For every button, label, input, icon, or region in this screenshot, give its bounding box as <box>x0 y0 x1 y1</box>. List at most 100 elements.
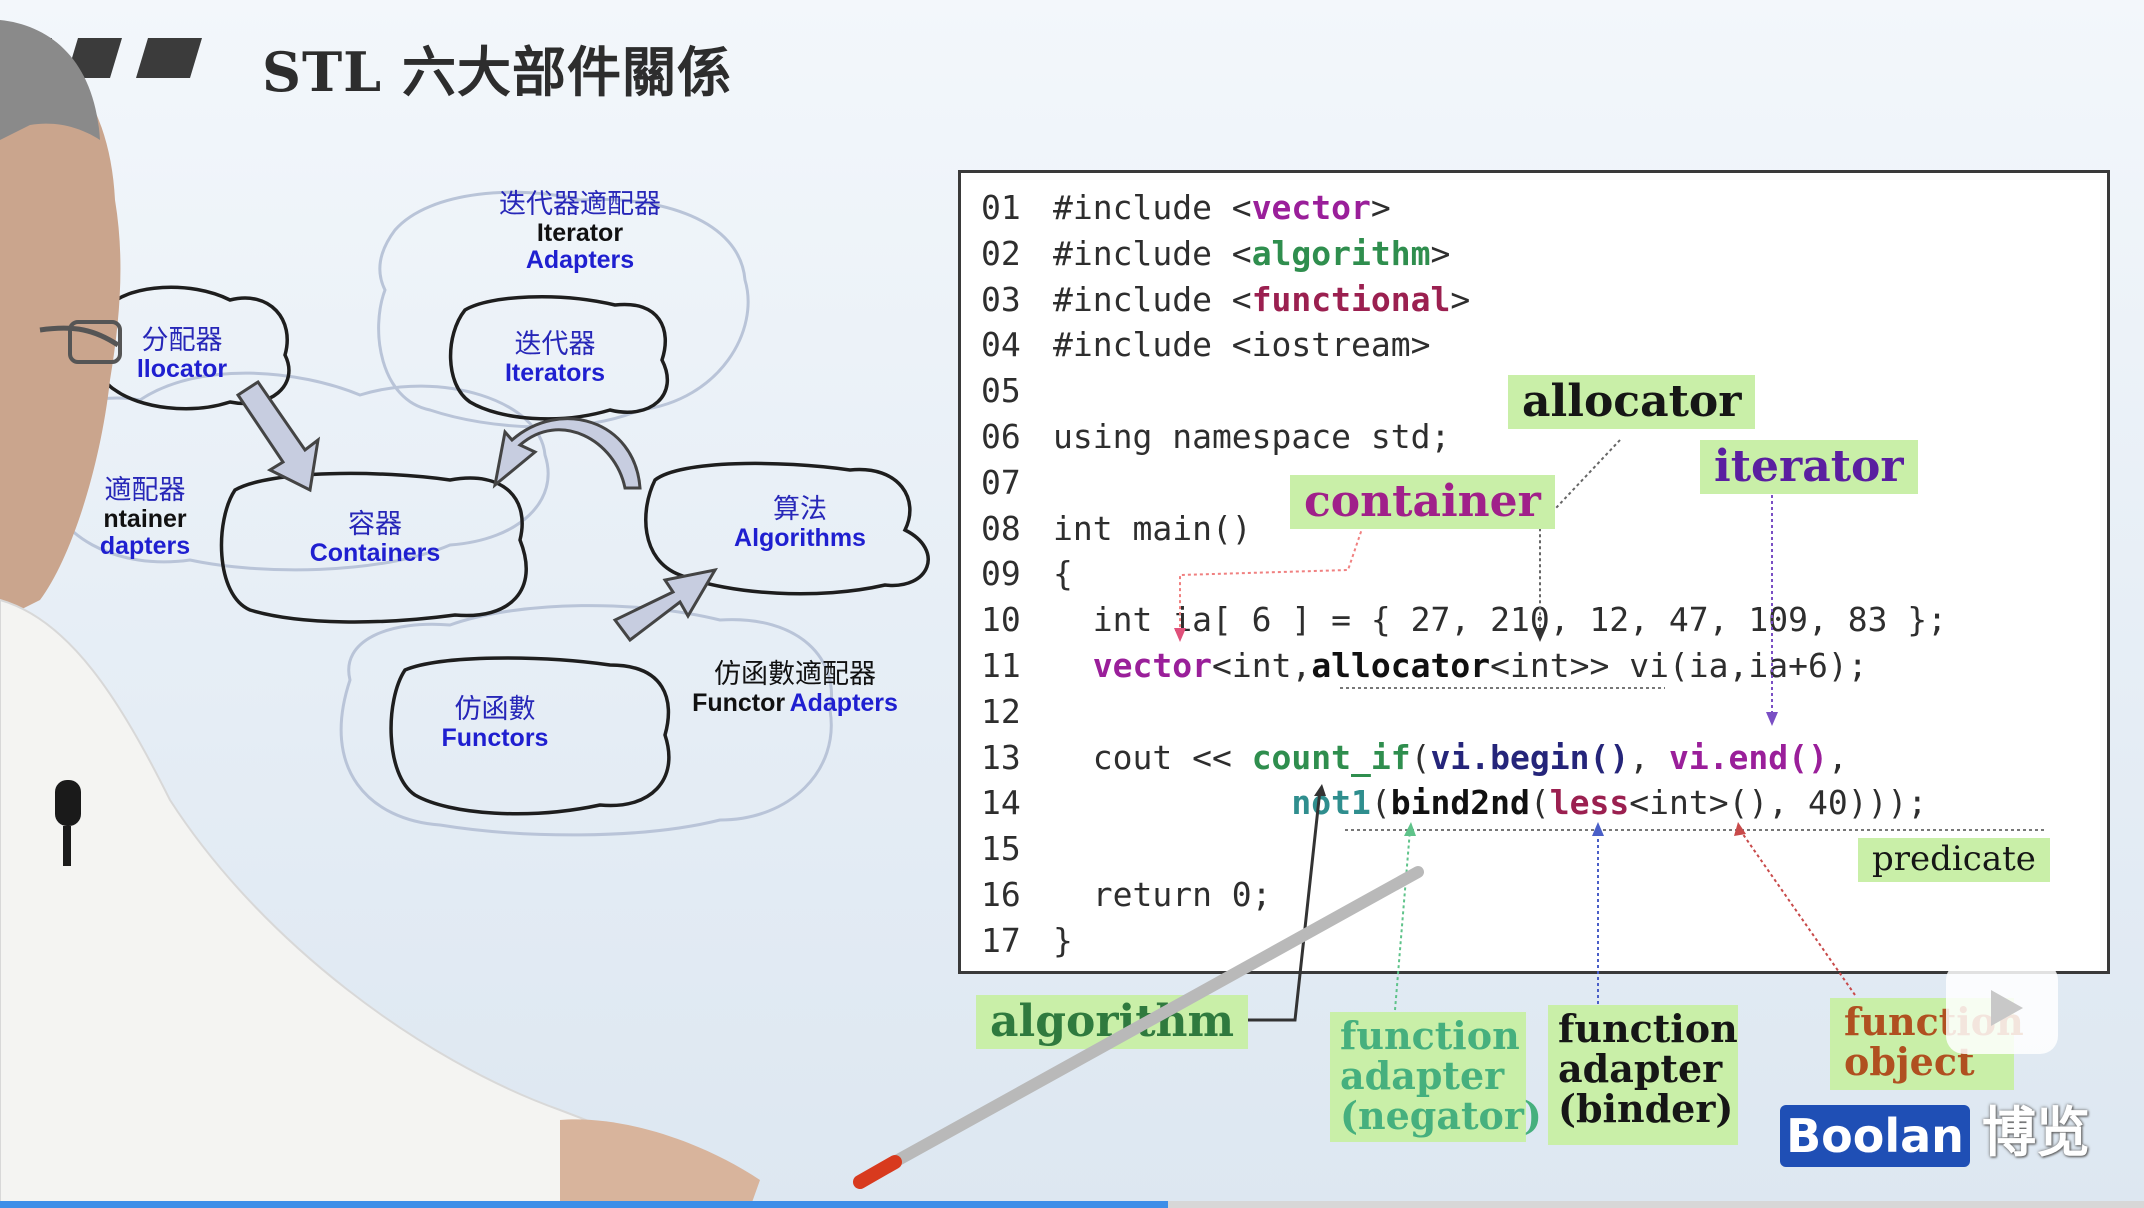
binder-line-2: adapter <box>1558 1045 1723 1091</box>
functor-adapters-label-en1: Functor <box>692 688 786 717</box>
video-progress-bar[interactable] <box>0 1201 2144 1208</box>
algorithms-label-zh: 算法 <box>773 494 827 525</box>
code-token: count_if <box>1251 737 1411 777</box>
container-adapter-cloud <box>34 371 550 572</box>
code-line: 02#include <algorithm> <box>981 231 1450 277</box>
line-number: 16 <box>981 875 1021 914</box>
code-line: 11 vector<int,allocator<int>> vi(ia,ia+6… <box>981 643 1868 689</box>
containers-cloud <box>219 471 528 624</box>
code-token: { <box>1053 554 1073 594</box>
code-token: ( <box>1370 783 1391 823</box>
tag-function-adapter-binder: function adapter (binder) <box>1548 1005 1738 1145</box>
line-number: 06 <box>981 417 1021 456</box>
containers-label-en: Containers <box>309 538 441 567</box>
lapel-microphone <box>55 780 81 866</box>
boolan-logo-zh: 博览 <box>1982 1101 2090 1164</box>
code-line: 14 not1(bind2nd(less<int>(), 40))); <box>981 780 1927 826</box>
negator-line-1: function <box>1340 1013 1520 1058</box>
code-token: <int>(), 40))); <box>1629 783 1928 823</box>
code-line: 07 <box>981 460 1053 506</box>
line-number: 01 <box>981 188 1021 227</box>
code-line: 09 { <box>981 551 1073 597</box>
code-line: 12 <box>981 689 1053 735</box>
code-token: vector <box>1251 188 1371 227</box>
code-line: 03 #include <functional> <box>981 277 1470 323</box>
code-token: , <box>1827 737 1848 777</box>
code-line: 04 #include <iostream> <box>981 322 1431 368</box>
code-token: ( <box>1410 737 1431 777</box>
allocators-label-en: llocator <box>136 354 228 383</box>
code-token: less <box>1549 783 1630 823</box>
code-token: <int>> vi(ia,ia+6); <box>1490 646 1868 685</box>
line-number: 11 <box>981 646 1021 685</box>
iterator-adapter-cloud <box>377 190 750 429</box>
tag-predicate: predicate <box>1858 838 2050 882</box>
iterators-cloud <box>448 295 670 421</box>
line-number: 12 <box>981 691 1021 731</box>
line-number: 09 <box>981 554 1021 594</box>
line-number: 10 <box>981 600 1021 640</box>
code-line: 15 <box>981 826 1053 872</box>
line-number: 17 <box>981 920 1021 960</box>
code-token: #include <iostream> <box>1053 325 1431 365</box>
allocator-to-containers-arrow <box>235 379 321 493</box>
binder-line-1: function <box>1558 1006 1738 1051</box>
code-token: <int, <box>1211 646 1312 685</box>
functors-cloud <box>389 656 671 816</box>
line-number: 03 <box>981 279 1021 319</box>
line-number: 13 <box>981 737 1021 777</box>
containers-label-zh: 容器 <box>348 509 402 540</box>
iterators-to-containers-arc <box>492 417 642 490</box>
code-line: 05 <box>981 368 1053 414</box>
code-token: functional <box>1251 279 1451 319</box>
diagram-clouds <box>34 190 930 837</box>
code-token: , <box>1629 737 1669 777</box>
code-token: } <box>1053 920 1073 960</box>
container-adapters-label-zh: 適配器 <box>104 475 186 506</box>
functor-adapter-cloud <box>339 604 833 837</box>
iterators-label-en: Iterators <box>504 358 606 387</box>
code-token: #include < <box>1053 279 1252 319</box>
code-token: using namespace std; <box>1053 417 1451 456</box>
line-number: 04 <box>981 325 1021 365</box>
line-number: 07 <box>981 462 1021 502</box>
code-token: #include < <box>1053 188 1252 227</box>
iterator-adapters-label-en2: Adapters <box>525 246 635 275</box>
video-progress-fill <box>0 1201 1169 1208</box>
line-number: 05 <box>981 371 1021 411</box>
container-adapters-label-en1: ntainer <box>103 504 187 533</box>
code-line: 13 cout << count_if(vi.begin(), vi.end()… <box>981 735 1848 781</box>
code-token: vector <box>1092 646 1212 685</box>
allocators-cloud <box>94 285 291 411</box>
presenter-body <box>0 598 762 1208</box>
boolan-logo: Boolan <box>1780 1105 1970 1167</box>
binder-line-3: (binder) <box>1558 1085 1734 1131</box>
code-listing: 01#include <vector>02#include <algorithm… <box>958 170 2110 974</box>
code-line: 17} <box>981 918 1073 964</box>
line-number: 08 <box>981 508 1021 548</box>
presenter-hand <box>560 1119 760 1208</box>
functor-adapters-label-zh: 仿函數適配器 <box>714 659 876 690</box>
tag-iterator: iterator <box>1700 440 1918 495</box>
code-line: 06 using namespace std; <box>981 414 1450 460</box>
code-token: > <box>1430 233 1451 273</box>
algorithms-cloud <box>644 461 930 596</box>
pointer-stick <box>874 866 1424 1176</box>
negator-line-3: (negator) <box>1340 1092 1542 1138</box>
functors-label-en: Functors <box>441 723 549 752</box>
line-number: 02 <box>981 233 1021 273</box>
play-icon[interactable] <box>1946 962 2058 1054</box>
code-line: 01#include <vector> <box>981 185 1391 231</box>
code-token: vi.end() <box>1668 737 1828 777</box>
functors-label-zh: 仿函數 <box>454 694 536 725</box>
iterator-adapters-label-zh: 迭代器適配器 <box>499 189 661 220</box>
container-adapters-label-en2: dapters <box>99 532 191 561</box>
code-token: allocator <box>1311 646 1491 685</box>
stl-components-diagram: 分配器 llocator 適配器 ntainer dapters 容器 Cont… <box>0 170 960 850</box>
code-token: algorithm <box>1251 233 1431 273</box>
functors-to-algorithms-arrow <box>612 567 718 643</box>
iterator-adapters-label-en1: Iterator <box>536 218 624 247</box>
tag-container: container <box>1290 475 1555 530</box>
code-token: > <box>1450 279 1471 319</box>
